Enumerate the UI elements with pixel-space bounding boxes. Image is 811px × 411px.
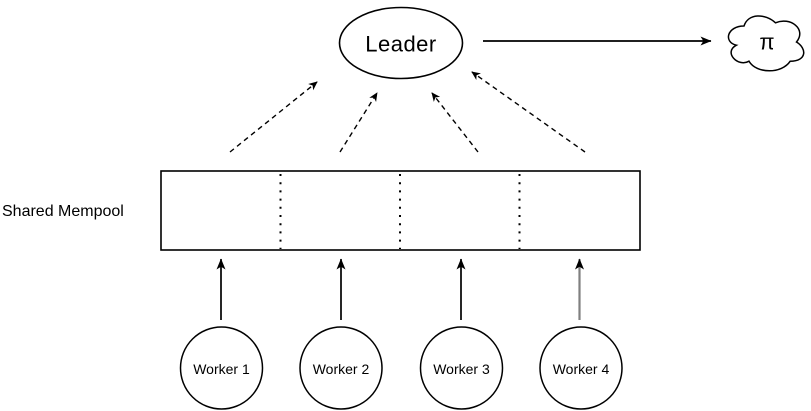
worker-4-node: Worker 4 — [539, 326, 623, 410]
dashed-arrow-1 — [229, 81, 318, 153]
dashed-arrow-4 — [471, 71, 586, 153]
worker-1-node: Worker 1 — [179, 326, 264, 410]
mempool-to-leader-arrows — [229, 71, 586, 153]
worker-4-circle — [539, 326, 623, 410]
worker-3-label: Worker 3 — [433, 361, 490, 377]
worker-to-mempool-arrows — [216, 258, 584, 320]
output-cloud-node: π — [727, 15, 805, 72]
worker-nodes: Worker 1 Worker 2 Worker 3 Worker 4 — [179, 326, 623, 410]
worker-3-node: Worker 3 — [419, 326, 504, 410]
dashed-arrow-2 — [339, 92, 378, 153]
worker-1-label: Worker 1 — [193, 361, 250, 377]
leader-node: Leader — [338, 6, 464, 80]
leader-label: Leader — [365, 32, 437, 57]
mempool-label: Shared Mempool — [2, 203, 124, 220]
dashed-arrow-3 — [431, 92, 479, 153]
worker-4-label: Worker 4 — [553, 361, 610, 377]
worker-3-circle — [419, 326, 504, 410]
worker-2-label: Worker 2 — [313, 361, 370, 377]
leader-ellipse — [338, 6, 464, 80]
worker-2-circle — [299, 326, 383, 410]
output-label: π — [759, 30, 774, 55]
mempool-node — [160, 170, 641, 251]
worker-1-circle — [179, 326, 264, 410]
cloud-shape — [727, 15, 805, 72]
worker-2-node: Worker 2 — [299, 326, 383, 410]
